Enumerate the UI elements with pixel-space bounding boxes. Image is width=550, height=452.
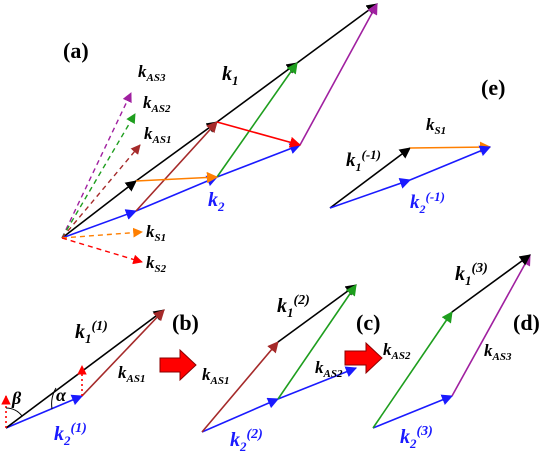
e-ks1-vector: [409, 141, 492, 153]
a-s1-connector: [135, 171, 219, 184]
panel-a: (a) k1 k2 kAS3 kAS2 kAS1 kS1 kS2: [61, 3, 378, 275]
panel-e: (e) k1(-1) kS1 k2(-1): [329, 75, 505, 216]
d-k2-label: k2(3): [400, 424, 433, 451]
c-k2-label: k2(2): [230, 427, 263, 452]
a-kas2-label: kAS2: [143, 93, 171, 115]
b-k1-label: k1(1): [75, 319, 108, 346]
b-alpha-symbol: α: [56, 385, 67, 405]
panel-c: (c) k1(2) kAS1 kAS2 k2(2): [201, 284, 380, 452]
b-kas1-vector: [81, 309, 165, 397]
panel-d-label: (d): [513, 310, 540, 335]
a-ks2-dashed-vector: [61, 237, 143, 265]
a-s2-connector: [216, 121, 302, 148]
panel-b-label: (b): [172, 310, 199, 335]
d-kas2-vector: [372, 311, 453, 429]
panel-b: (b) β α k1(1) kAS1 k2(1): [1, 309, 199, 448]
b-alpha-arc: [51, 387, 57, 410]
c-kas2-label: kAS2: [315, 358, 343, 380]
d-k1-label: k1(3): [455, 261, 488, 288]
e-k2-label: k2(-1): [410, 189, 445, 216]
panel-a-label: (a): [63, 38, 89, 63]
d-k2-vector-1: [372, 394, 454, 429]
a-k1-vector-3: [216, 62, 298, 123]
e-ks1-label: kS1: [426, 115, 446, 137]
c-k2-vector-2: [277, 366, 358, 400]
a-k2-vector-1: [61, 209, 138, 239]
a-k1-vector-1: [61, 180, 137, 239]
c-k1-vector: [277, 284, 357, 343]
d-k2-vector-2: [451, 254, 531, 397]
c-k1-label: k1(2): [277, 293, 310, 320]
arrow-b-to-c: [159, 348, 197, 382]
a-ks1-dashed-vector: [61, 227, 143, 239]
b-beta-arc: [5, 407, 23, 417]
a-kas2-dashed-vector: [61, 113, 136, 239]
a-k1-vector-4: [296, 3, 378, 64]
b-k2-vector: [5, 394, 84, 429]
e-k1-label: k1(-1): [346, 147, 381, 174]
a-kas1-dashed-vector: [61, 144, 141, 239]
c-kas2-vector: [277, 284, 357, 400]
a-ks2-label: kS2: [146, 253, 167, 275]
c-kas1-vector: [201, 341, 279, 433]
b-k1-vector: [5, 309, 165, 429]
a-as2-connector: [216, 62, 298, 178]
panel-d: (d) k1(3) kAS2 kAS3 k2(3): [372, 254, 540, 451]
b-beta-symbol: β: [11, 388, 22, 408]
arrow-c-to-d: [344, 341, 383, 375]
a-k2-vector-3: [216, 143, 302, 178]
e-k2-vector-2: [409, 145, 492, 181]
b-kas1-label: kAS1: [118, 363, 145, 385]
a-k1-vector-2: [135, 121, 218, 182]
d-k1-vector: [451, 254, 531, 313]
e-k1-vector: [329, 147, 411, 209]
a-as3-connector: [299, 3, 378, 146]
a-k2-label: k2: [208, 189, 225, 214]
a-ks1-label: kS1: [146, 222, 166, 244]
a-kas3-label: kAS3: [138, 62, 166, 84]
panel-e-label: (e): [481, 75, 505, 100]
c-k2-vector-1: [201, 397, 280, 433]
a-kas1-label: kAS1: [144, 124, 171, 146]
a-k2-vector-2: [135, 175, 219, 212]
a-k1-label: k1: [222, 63, 239, 88]
e-k2-vector-1: [329, 178, 412, 209]
a-as1-connector: [135, 121, 218, 212]
d-kas3-label: kAS3: [484, 341, 512, 363]
panel-c-label: (c): [356, 310, 380, 335]
c-kas1-label: kAS1: [202, 365, 229, 387]
b-k2-label: k2(1): [54, 421, 87, 448]
d-kas2-label: kAS2: [383, 340, 411, 362]
